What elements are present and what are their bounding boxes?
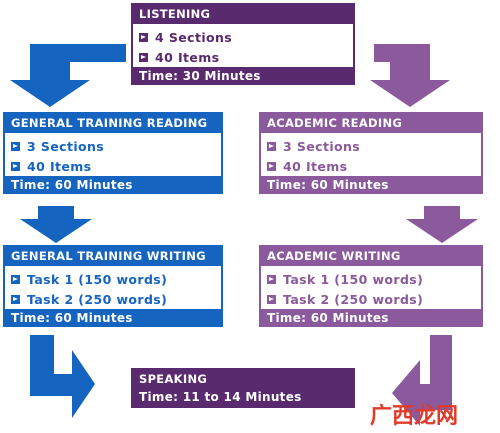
general-writing-time: Time: 60 Minutes — [5, 309, 221, 327]
speaking-title: SPEAKING — [139, 372, 208, 386]
arrow-listening-to-general-reading — [10, 44, 126, 107]
academic-reading-time: Time: 60 Minutes — [261, 176, 481, 194]
bullet-arrow-icon — [11, 161, 20, 171]
academic-writing-time: Time: 60 Minutes — [261, 309, 481, 327]
bullet-arrow-icon — [267, 161, 276, 171]
list-item: 40 Items — [139, 47, 347, 67]
list-item: Task 1 (150 words) — [267, 269, 475, 289]
bullet-arrow-icon — [11, 141, 20, 151]
general-reading-time: Time: 60 Minutes — [5, 176, 221, 194]
general-reading-box: GENERAL TRAINING READING 3 Sections 40 I… — [3, 112, 223, 194]
academic-writing-box: ACADEMIC WRITING Task 1 (150 words) Task… — [259, 245, 483, 327]
bullet-arrow-icon — [267, 274, 276, 284]
list-item: Task 1 (150 words) — [11, 269, 215, 289]
bullet-arrow-icon — [267, 141, 276, 151]
arrow-academic-writing-to-speaking — [392, 335, 452, 426]
bullet-arrow-icon — [11, 294, 20, 304]
academic-reading-title: ACADEMIC READING — [261, 114, 481, 133]
listening-box: LISTENING 4 Sections 40 Items Time: 30 M… — [131, 3, 355, 85]
bullet-arrow-icon — [11, 274, 20, 284]
general-writing-title: GENERAL TRAINING WRITING — [5, 247, 221, 266]
list-item: 40 Items — [267, 156, 475, 176]
bullet-arrow-icon — [139, 52, 148, 62]
list-item: 3 Sections — [267, 136, 475, 156]
arrow-general-reading-to-writing — [20, 206, 92, 243]
academic-writing-title: ACADEMIC WRITING — [261, 247, 481, 266]
arrow-listening-to-academic-reading — [370, 44, 450, 107]
list-item: 4 Sections — [139, 27, 347, 47]
listening-title: LISTENING — [133, 5, 353, 24]
listening-time: Time: 30 Minutes — [133, 67, 353, 85]
arrow-general-writing-to-speaking — [30, 335, 95, 418]
academic-reading-box: ACADEMIC READING 3 Sections 40 Items Tim… — [259, 112, 483, 194]
list-item: 40 Items — [11, 156, 215, 176]
bullet-arrow-icon — [267, 294, 276, 304]
list-item: 3 Sections — [11, 136, 215, 156]
bullet-arrow-icon — [139, 32, 148, 42]
watermark: 广西龙网 — [370, 404, 459, 429]
general-reading-title: GENERAL TRAINING READING — [5, 114, 221, 133]
speaking-time: Time: 11 to 14 Minutes — [139, 390, 302, 404]
speaking-box: SPEAKING Time: 11 to 14 Minutes — [131, 368, 355, 408]
general-writing-box: GENERAL TRAINING WRITING Task 1 (150 wor… — [3, 245, 223, 327]
list-item: Task 2 (250 words) — [267, 289, 475, 309]
list-item: Task 2 (250 words) — [11, 289, 215, 309]
arrow-academic-reading-to-writing — [406, 206, 478, 243]
